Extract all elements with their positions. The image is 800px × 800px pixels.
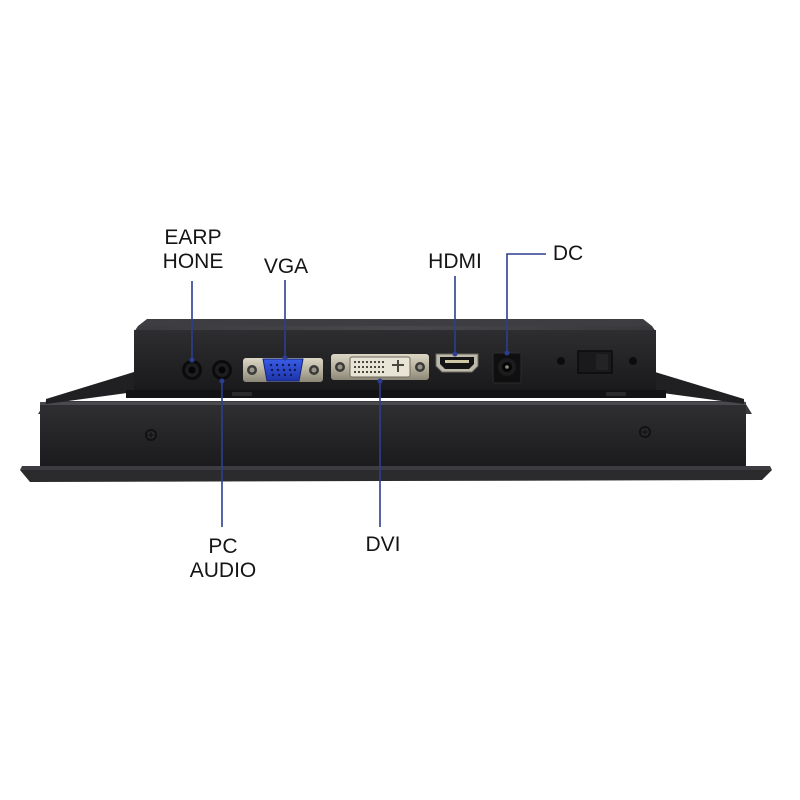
earphone-jack: [182, 360, 202, 380]
dvi-label: DVI: [365, 533, 401, 556]
dvi-connector: [331, 354, 429, 380]
panel-small-hole-right: [629, 357, 637, 365]
leader-dvi: [377, 378, 383, 527]
hdmi-connector: [435, 353, 479, 373]
leader-pc-audio: [219, 378, 225, 527]
dc-power-jack: [492, 352, 522, 384]
dc-label: DC: [552, 242, 584, 265]
earphone-label: EARP HONE: [150, 226, 236, 274]
leader-earphone: [189, 281, 195, 363]
panel-rail: [126, 390, 666, 398]
hdmi-label: HDMI: [428, 250, 482, 273]
leader-vga: [282, 280, 288, 361]
leader-lines: [189, 253, 546, 527]
panel-small-hole-left: [557, 357, 565, 365]
earphone-label-line-1: EARP: [164, 226, 222, 249]
pc-audio-jack: [212, 360, 232, 380]
leader-dc: [504, 253, 546, 356]
housing-screw-right: [639, 426, 651, 438]
leader-hdmi: [452, 276, 458, 357]
pc-audio-label-line-2: AUDIO: [189, 559, 257, 582]
panel-switch-slot: [577, 350, 613, 374]
monitor-rear-housing: [38, 372, 752, 466]
housing-screw-left: [145, 429, 157, 441]
pc-audio-label-line-1: PC: [208, 535, 238, 558]
vga-label: VGA: [263, 255, 309, 278]
pc-audio-label: PC AUDIO: [180, 535, 266, 583]
earphone-label-line-2: HONE: [162, 250, 224, 273]
monitor-base-flange: [20, 466, 772, 482]
vga-connector: [243, 358, 323, 382]
